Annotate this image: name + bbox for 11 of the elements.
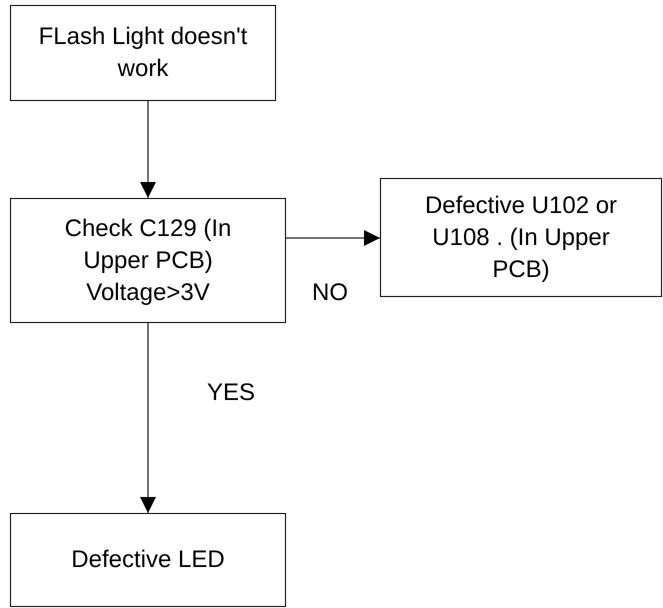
- arrow: [286, 230, 380, 246]
- process-box: [10, 513, 286, 607]
- arrow: [140, 322, 156, 514]
- box-text: Defective LED: [70, 545, 226, 575]
- box-text: Check C129 (In Upper PCB) Voltage>3V: [64, 214, 232, 308]
- arrow: [140, 100, 156, 198]
- process-box: [10, 5, 276, 101]
- box-text: Defective U102 or U108 . (In Upper PCB): [424, 190, 618, 284]
- box-text: FLash Light doesn't work: [38, 22, 248, 84]
- process-box: [10, 198, 286, 323]
- process-box: [380, 178, 662, 297]
